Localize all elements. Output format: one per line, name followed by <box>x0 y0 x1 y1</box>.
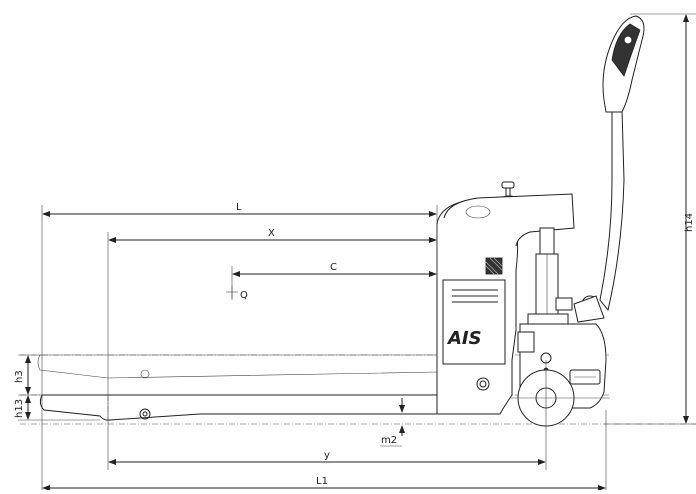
dimension-lines <box>25 14 689 491</box>
brand-logo: AIS <box>446 328 482 349</box>
hydraulic-unit <box>527 227 573 325</box>
label-Q: Q <box>240 290 248 301</box>
label-L: L <box>236 202 242 213</box>
tiller-arm <box>573 15 645 323</box>
extension-lines <box>18 13 696 490</box>
label-C: C <box>330 262 337 273</box>
label-m2: m2 <box>381 435 397 446</box>
label-L1: L1 <box>316 476 328 487</box>
label-X: X <box>268 228 275 239</box>
label-h14: h14 <box>684 213 695 232</box>
drive-unit <box>510 323 610 470</box>
dimension-labels: L X C Q y L1 m2 h3 h13 h14 <box>14 202 695 487</box>
chassis: AIS <box>436 181 575 415</box>
label-y: y <box>324 450 330 461</box>
label-h3: h3 <box>14 370 25 383</box>
label-h13: h13 <box>14 399 25 418</box>
forks <box>37 354 438 421</box>
